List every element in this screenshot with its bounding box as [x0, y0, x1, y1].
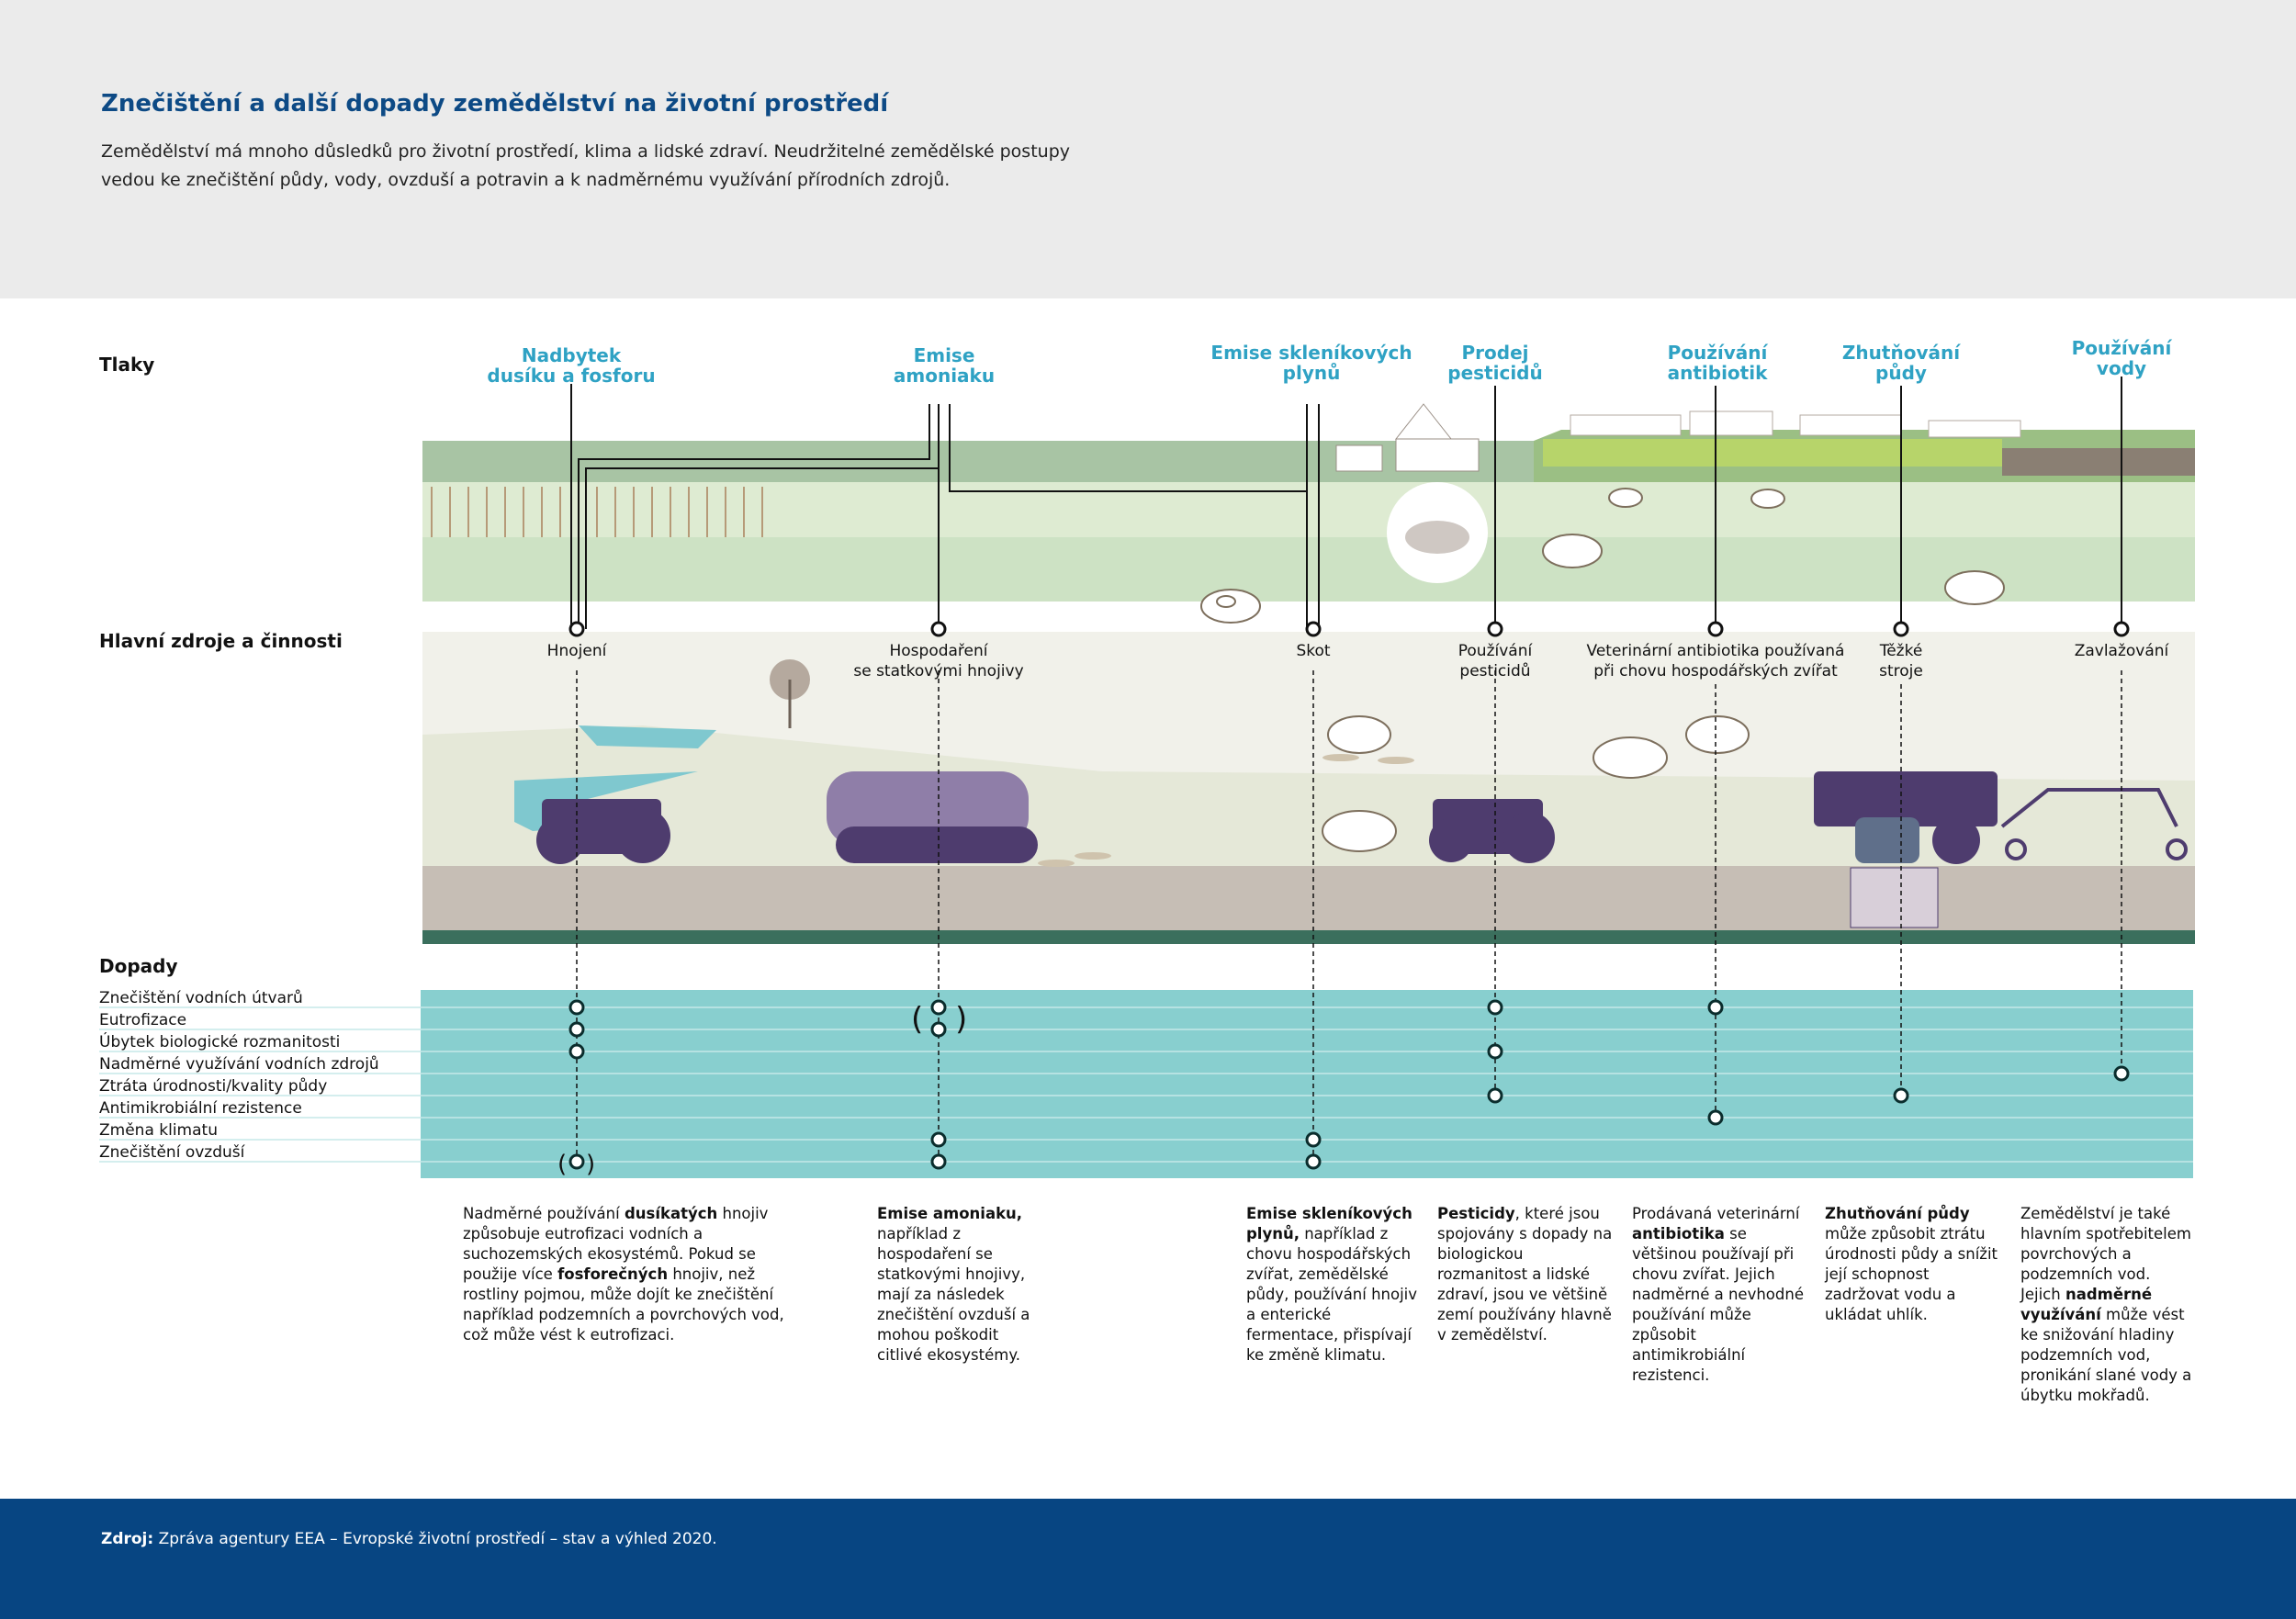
source-line1: Zavlažování [2074, 642, 2169, 660]
desc-text: Zemědělství je také hlavním spotřebitele… [2020, 1205, 2191, 1303]
description-ghg: Emise skleníkových plynů, například z ch… [1246, 1204, 1421, 1366]
description-water-use: Zemědělství je také hlavním spotřebitele… [2020, 1204, 2195, 1406]
pressure-antibiotics: Používání antibiotik [1607, 343, 1828, 383]
section-sources: Hlavní zdroje a činnosti [99, 630, 343, 652]
description-antibiotics: Prodávaná veterinární antibiotika se vět… [1632, 1204, 1806, 1386]
source-line1: Veterinární antibiotika používaná [1586, 642, 1845, 660]
desc-bold: Pesticidy [1437, 1205, 1515, 1222]
pressure-line1: Emise skleníkových [1210, 342, 1412, 364]
desc-text: Prodávaná veterinární [1632, 1205, 1800, 1222]
desc-bold: antibiotika [1632, 1225, 1725, 1242]
source-cattle: Skot [1148, 641, 1479, 661]
pressure-line2: pesticidů [1447, 362, 1543, 384]
pressure-line1: Nadbytek [521, 344, 622, 366]
svg-text:(: ( [557, 1151, 567, 1178]
footer-label: Zdroj: [101, 1530, 154, 1548]
source-heavy-machinery: Těžké stroje [1736, 641, 2066, 681]
desc-text: například z hospodaření se statkovými hn… [877, 1225, 1030, 1364]
svg-text:(: ( [911, 1001, 923, 1038]
impact-antimicrobial-resistance: Antimikrobiální rezistence [99, 1099, 302, 1118]
pressure-line2: vody [2096, 357, 2147, 379]
pressure-line1: Prodej [1461, 342, 1529, 364]
pressure-pesticides: Prodej pesticidů [1385, 343, 1605, 383]
source-line2: pesticidů [1459, 662, 1531, 680]
page-title: Znečištění a další dopady zemědělství na… [101, 90, 889, 118]
desc-text: hnojiv, než rostliny pojmou, může dojít … [463, 1265, 784, 1344]
pressure-line1: Zhutňování [1841, 342, 1961, 364]
desc-bold: fosforečných [557, 1265, 669, 1283]
svg-text:): ) [586, 1151, 595, 1178]
desc-bold: Emise skleníkových plynů, [1246, 1205, 1412, 1242]
pressure-line1: Emise [913, 344, 975, 366]
desc-text: , které jsou spojovány s dopady na biolo… [1437, 1205, 1613, 1344]
impact-soil-quality: Ztráta úrodnosti/kvality půdy [99, 1077, 328, 1096]
footer-source: Zdroj: Zpráva agentury EEA – Evropské ži… [101, 1530, 717, 1548]
source-pesticide-use: Používání pesticidů [1330, 641, 1660, 681]
description-compaction: Zhutňování půdy může způsobit ztrátu úro… [1825, 1204, 1999, 1325]
source-manure: Hospodaření se statkovými hnojivy [773, 641, 1104, 681]
pressure-nutrients: Nadbytek dusíku a fosforu [461, 345, 681, 386]
pressure-line2: dusíku a fosforu [487, 365, 656, 387]
desc-text: například z chovu hospodářských zvířat, … [1246, 1225, 1418, 1364]
pressure-line2: antibiotik [1667, 362, 1768, 384]
impact-climate-change: Změna klimatu [99, 1121, 218, 1140]
description-ammonia: Emise amoniaku, například z hospodaření … [877, 1204, 1042, 1366]
source-line1: Těžké [1879, 642, 1923, 660]
svg-text:): ) [955, 1001, 967, 1038]
source-line2: se statkovými hnojivy [853, 662, 1024, 680]
desc-text: může způsobit ztrátu úrodnosti půdy a sn… [1825, 1225, 1998, 1323]
description-nutrients: Nadměrné používání dusíkatých hnojiv způ… [463, 1204, 793, 1345]
impact-water-overuse: Nadměrné využívání vodních zdrojů [99, 1055, 379, 1074]
source-line2: stroje [1879, 662, 1923, 680]
desc-text: hnojiv způsobuje eutrofizaci vodních a s… [463, 1205, 769, 1283]
source-fertilisation: Hnojení [411, 641, 742, 661]
pressure-compaction: Zhutňování půdy [1791, 343, 2011, 383]
description-pesticides: Pesticidy, které jsou spojovány s dopady… [1437, 1204, 1616, 1345]
impact-eutrophication: Eutrofizace [99, 1011, 187, 1029]
source-line2: při chovu hospodářských zvířat [1593, 662, 1838, 680]
impact-biodiversity-loss: Úbytek biologické rozmanitosti [99, 1033, 341, 1051]
desc-bold: Zhutňování půdy [1825, 1205, 1970, 1222]
pressure-line2: půdy [1875, 362, 1927, 384]
pressure-ghg: Emise skleníkových plynů [1197, 343, 1426, 383]
impact-air-pollution: Znečištění ovzduší [99, 1143, 245, 1162]
footer-text: Zpráva agentury EEA – Evropské životní p… [153, 1530, 717, 1548]
desc-bold: dusíkatých [624, 1205, 718, 1222]
source-line1: Skot [1296, 642, 1331, 660]
section-impacts: Dopady [99, 955, 178, 977]
desc-text: Nadměrné používání [463, 1205, 625, 1222]
pressure-line1: Používání [2071, 337, 2172, 359]
desc-text: může vést ke snižování hladiny podzemníc… [2020, 1306, 2192, 1404]
desc-bold: Emise amoniaku, [877, 1205, 1023, 1222]
section-pressures: Tlaky [99, 354, 155, 376]
pressure-line2: amoniaku [893, 365, 996, 387]
source-veterinary-antibiotics: Veterinární antibiotika používaná při ch… [1550, 641, 1881, 681]
pressure-ammonia: Emise amoniaku [834, 345, 1054, 386]
pressure-line2: plynů [1282, 362, 1341, 384]
source-line1: Používání [1458, 642, 1533, 660]
page-subtitle: Zemědělství má mnoho důsledků pro životn… [101, 141, 1071, 190]
source-irrigation: Zavlažování [1956, 641, 2287, 661]
pressure-water-use: Používání vody [2011, 338, 2232, 378]
source-line1: Hnojení [546, 642, 607, 660]
header-band [0, 0, 2296, 298]
source-line1: Hospodaření [889, 642, 988, 660]
impact-water-pollution: Znečištění vodních útvarů [99, 989, 303, 1007]
footer-band [0, 1499, 2296, 1619]
desc-bold: nadměrné využívání [2020, 1286, 2153, 1323]
pressure-line1: Používání [1667, 342, 1768, 364]
desc-text: se většinou používají při chovu zvířat. … [1632, 1225, 1804, 1384]
